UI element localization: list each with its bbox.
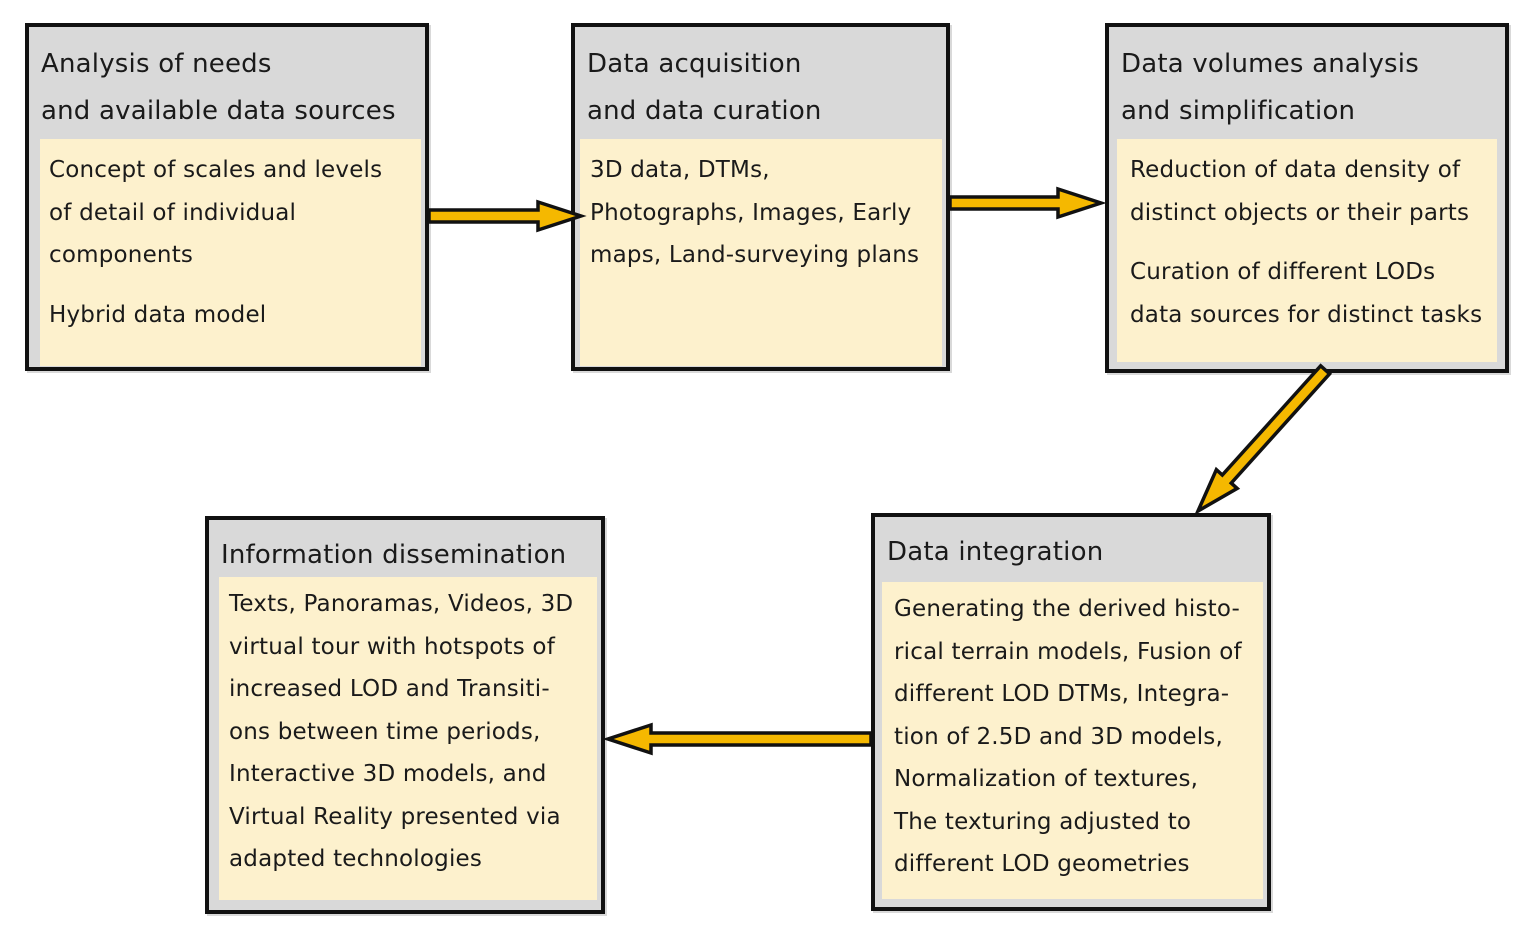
- node-body-line: virtual tour with hotspots of: [229, 633, 555, 660]
- node-body-line: rical terrain models, Fusion of: [894, 638, 1242, 665]
- node-body-line: adapted technologies: [229, 846, 483, 872]
- node-body-line: Interactive 3D models, and: [229, 761, 547, 787]
- node-body-line: increased LOD and Transiti-: [229, 676, 550, 702]
- node-body-line: Virtual Reality presented via: [229, 803, 561, 830]
- node-body: Concept of scales and levels of detail o…: [40, 139, 421, 366]
- node-body-line: The texturing adjusted to: [894, 808, 1192, 835]
- node-body-line: Curation of different LODs: [1130, 259, 1436, 285]
- node-body-line: tion of 2.5D and 3D models,: [894, 723, 1223, 750]
- node-title: Data integration: [887, 529, 1259, 576]
- node-body-line: different LOD DTMs, Integra-: [894, 681, 1230, 707]
- node-title: Data volumes analysis and simplification: [1121, 41, 1497, 135]
- node-analysis-of-needs: Analysis of needs and available data sou…: [25, 23, 429, 371]
- node-data-integration: Data integration Generating the derived …: [871, 513, 1271, 911]
- node-body-line: 3D data, DTMs,: [590, 157, 770, 183]
- node-title-line: Information dissemination: [221, 540, 567, 570]
- node-information-dissemination: Information dissemination Texts, Panoram…: [205, 516, 605, 914]
- node-body: Reduction of data density of distinct ob…: [1117, 139, 1497, 362]
- node-body-line: data sources for distinct tasks: [1130, 301, 1483, 328]
- node-title-line: Data acquisition: [587, 49, 802, 79]
- node-data-acquisition: Data acquisition and data curation 3D da…: [571, 23, 950, 371]
- node-title-line: and simplification: [1121, 96, 1356, 126]
- node-body-line: Reduction of data density of: [1130, 157, 1461, 183]
- node-data-volumes: Data volumes analysis and simplification…: [1105, 23, 1509, 373]
- node-body-line: components: [49, 242, 194, 268]
- edge-arrow-volumes-to-integration: [1194, 363, 1333, 516]
- node-body-line: different LOD geometries: [894, 851, 1190, 877]
- node-title-line: and data curation: [587, 96, 822, 126]
- node-title: Analysis of needs and available data sou…: [41, 41, 417, 135]
- node-title-line: and available data sources: [41, 96, 396, 126]
- node-body-line: of detail of individual: [49, 199, 297, 226]
- node-body-line: Photographs, Images, Early: [590, 199, 912, 226]
- node-body-line: Hybrid data model: [49, 301, 267, 328]
- node-title: Information dissemination: [221, 532, 593, 579]
- node-title-line: Data integration: [887, 537, 1104, 567]
- node-body-line: ons between time periods,: [229, 718, 541, 745]
- node-body: 3D data, DTMs, Photographs, Images, Earl…: [580, 139, 942, 366]
- node-body-line: Generating the derived histo-: [894, 596, 1241, 622]
- node-title-line: Analysis of needs: [41, 49, 272, 79]
- node-body: Generating the derived histo- rical terr…: [882, 582, 1263, 899]
- node-body-line: Texts, Panoramas, Videos, 3D: [229, 591, 574, 617]
- edge-arrow-integration-to-dissemination: [602, 722, 873, 756]
- edge-arrow-acquisition-to-volumes: [948, 186, 1107, 220]
- node-body: Texts, Panoramas, Videos, 3D virtual tou…: [219, 577, 597, 900]
- node-body-line: Concept of scales and levels: [49, 157, 383, 183]
- node-body-line: maps, Land-surveying plans: [590, 242, 920, 268]
- node-title-line: Data volumes analysis: [1121, 49, 1419, 79]
- node-title: Data acquisition and data curation: [587, 41, 938, 135]
- node-body-line: distinct objects or their parts: [1130, 199, 1470, 226]
- edge-arrow-needs-to-acquisition: [427, 199, 587, 233]
- node-body-line: Normalization of textures,: [894, 766, 1199, 792]
